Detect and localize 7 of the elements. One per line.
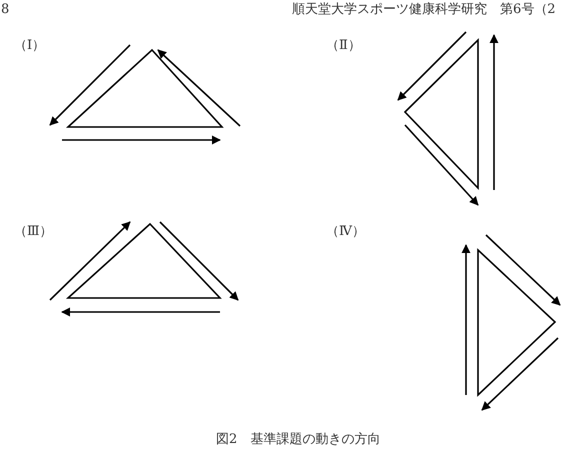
panel-label: （Ⅲ）	[14, 224, 53, 240]
panel-label: （Ⅳ）	[326, 224, 365, 240]
panel-label: （Ⅰ）	[14, 38, 46, 54]
running-header: 順天堂大学スポーツ健康科学研究 第6号（2	[292, 2, 556, 18]
panel-label: （Ⅱ）	[326, 38, 361, 54]
figure-caption: 図2 基準課題の動きの方向	[216, 432, 380, 448]
page-number: 8	[1, 2, 10, 18]
